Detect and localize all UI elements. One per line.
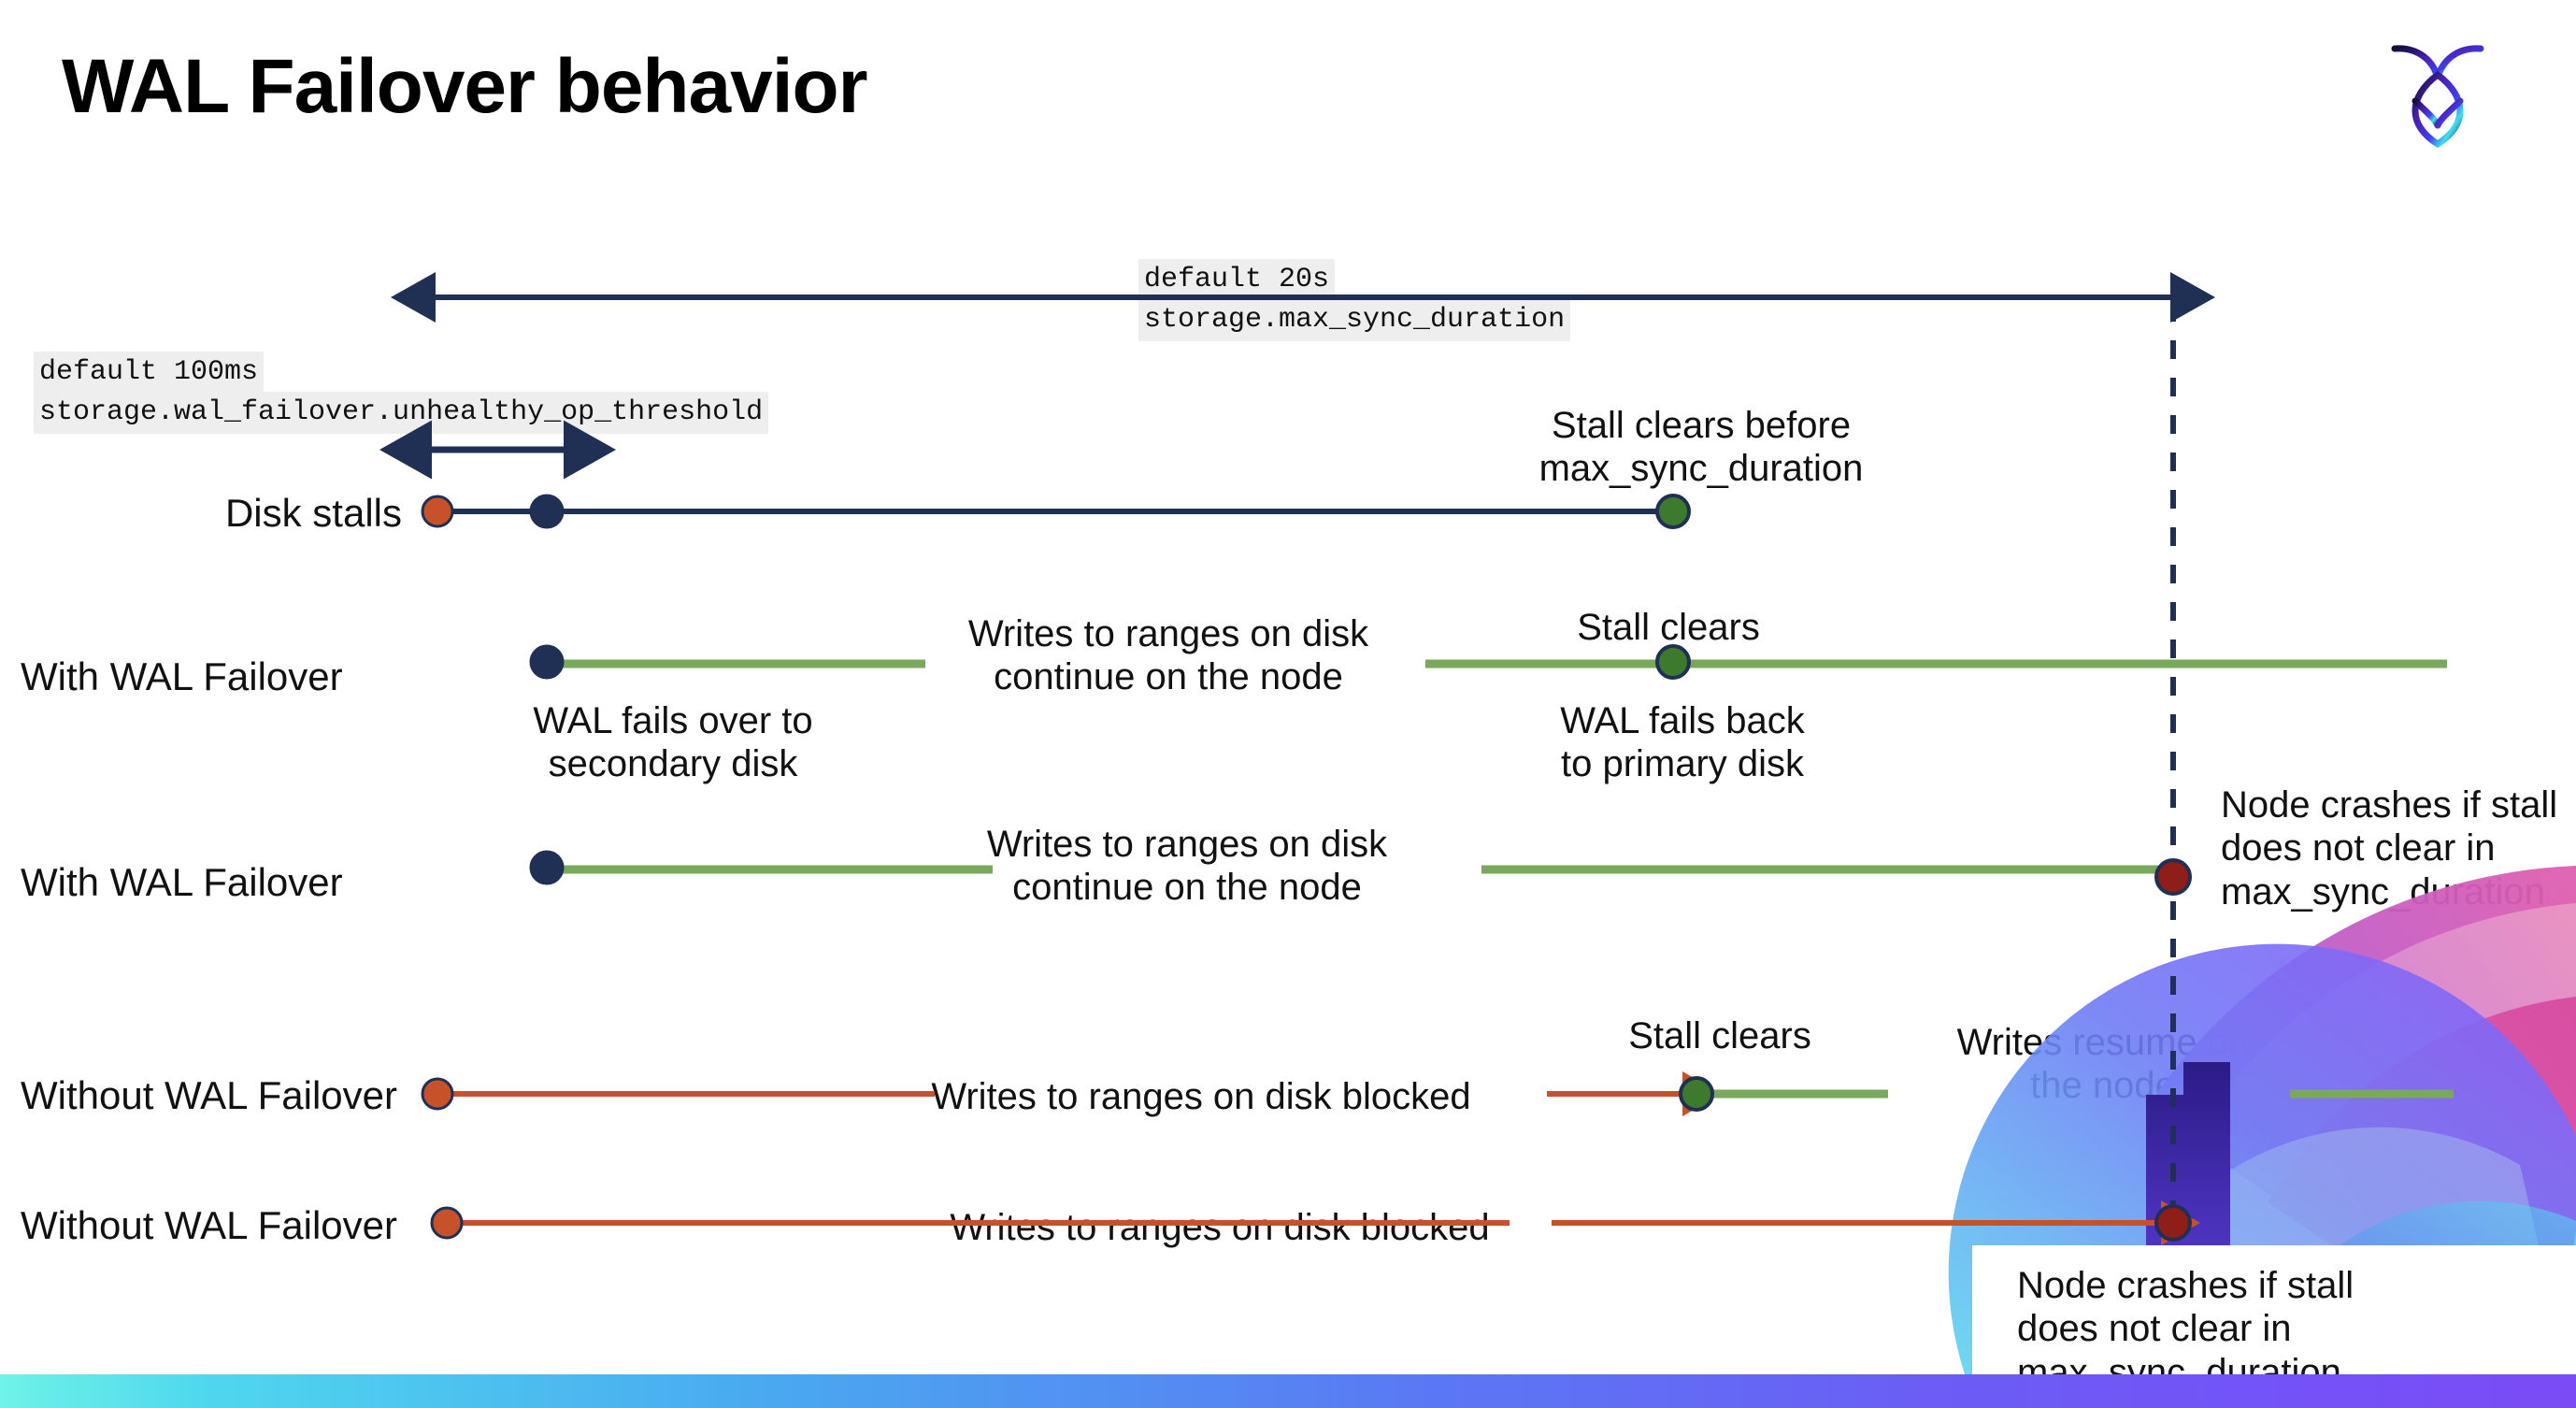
note-writes-blocked-1: Writes to ranges on disk blocked bbox=[931, 1076, 1471, 1117]
note-line: does not clear in bbox=[2221, 827, 2496, 869]
note-stall-clears-2: Stall clears bbox=[1628, 1015, 1811, 1056]
note-line: max_sync_duration bbox=[1538, 448, 1864, 490]
note-line: secondary disk bbox=[548, 743, 798, 785]
note-line: to primary disk bbox=[1560, 743, 1805, 785]
code-label-unhealthy-default: default 100ms bbox=[34, 352, 265, 395]
marker-stall-clear bbox=[1655, 494, 1691, 529]
note-wal-fails-over: WAL fails over to secondary disk bbox=[467, 699, 879, 786]
marker-stall-start bbox=[421, 495, 454, 528]
marker-stall-start bbox=[421, 1077, 454, 1111]
note-stall-clears-before: Stall clears before max_sync_duration bbox=[1524, 404, 1879, 491]
note-line: WAL fails over to bbox=[533, 700, 813, 741]
marker-failover bbox=[529, 494, 565, 529]
row-label-without-wal-failover-1: Without WAL Failover bbox=[21, 1073, 397, 1117]
marker-stall-clear bbox=[1679, 1076, 1714, 1112]
code-label-unhealthy-name: storage.wal_failover.unhealthy_op_thresh… bbox=[34, 392, 769, 435]
note-line: Node crashes if stall bbox=[2017, 1265, 2354, 1306]
timeline-row-disk-stalls bbox=[421, 494, 1691, 529]
timeline-row-without-wal-failover-1 bbox=[421, 1071, 2454, 1116]
row-label-with-wal-failover-1: With WAL Failover bbox=[21, 654, 343, 698]
row-label-with-wal-failover-2: With WAL Failover bbox=[21, 860, 343, 904]
note-writes-continue-1: Writes to ranges on disk continue on the… bbox=[944, 612, 1393, 699]
note-writes-continue-2: Writes to ranges on disk continue on the… bbox=[944, 823, 1430, 910]
note-line: Writes to ranges on disk bbox=[967, 613, 1369, 654]
note-line: does not clear in bbox=[2017, 1308, 2292, 1350]
page-title: WAL Failover behavior bbox=[62, 44, 868, 129]
marker-failover bbox=[529, 644, 565, 680]
timeline-row-with-wal-failover-1 bbox=[529, 644, 2447, 680]
note-line: continue on the node bbox=[1012, 867, 1362, 909]
note-line: Writes to ranges on disk bbox=[986, 824, 1388, 865]
timeline-row-without-wal-failover-2 bbox=[430, 1200, 2200, 1245]
note-wal-fails-back: WAL fails back to primary disk bbox=[1514, 699, 1851, 786]
note-stall-clears-1: Stall clears bbox=[1577, 607, 1760, 648]
note-line: WAL fails back bbox=[1560, 700, 1805, 741]
marker-failover bbox=[529, 850, 565, 885]
note-line: Stall clears before bbox=[1551, 405, 1852, 446]
cockroachdb-logo-icon bbox=[2382, 28, 2494, 150]
row-label-disk-stalls: Disk stalls bbox=[224, 491, 402, 535]
row-label-without-wal-failover-2: Without WAL Failover bbox=[21, 1203, 397, 1247]
marker-node-crash bbox=[2154, 1204, 2192, 1242]
marker-node-crash bbox=[2154, 858, 2192, 896]
bottom-gradient-bar bbox=[0, 1374, 2576, 1408]
note-writes-blocked-2: Writes to ranges on disk blocked bbox=[950, 1207, 1490, 1248]
note-line: continue on the node bbox=[994, 656, 1343, 698]
marker-stall-start bbox=[430, 1206, 464, 1240]
marker-stall-clear bbox=[1655, 644, 1691, 680]
timeline-row-with-wal-failover-2 bbox=[529, 850, 2192, 896]
note-line: Node crashes if stall bbox=[2221, 784, 2558, 826]
